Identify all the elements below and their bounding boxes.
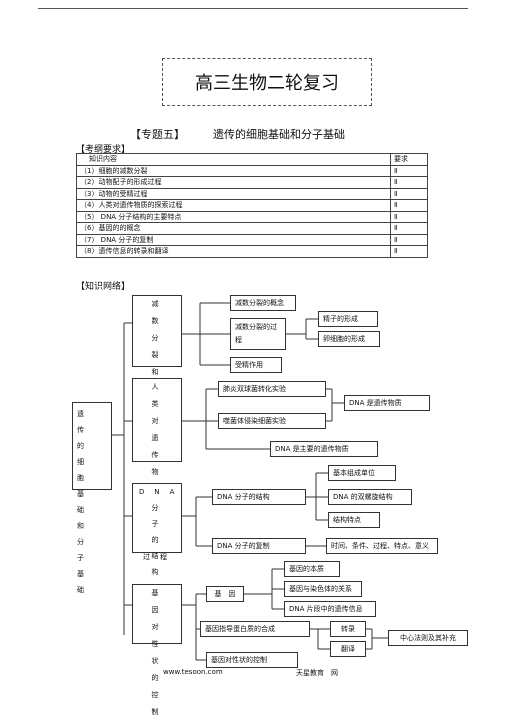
dna-genetic-info-node: DNA 片段中的遗传信息 (284, 601, 376, 617)
pneumococcus-experiment-node: 肺炎双球菌转化实验 (218, 381, 326, 397)
central-dogma-node: 中心法则及其补充 (388, 630, 468, 646)
page-title: 高三生物二轮复习 (162, 58, 372, 106)
network-root: 遗 传 的 细 胞 基 础 和 分 子 基 础 (72, 402, 112, 594)
branch-genetic-material-exploration: 人 类 对 遗 传 物 质 的 探 索 过程 (132, 378, 182, 561)
table-cell: Ⅱ (390, 222, 428, 235)
top-rule (38, 8, 468, 9)
double-helix-node: DNA 的双螺旋结构 (328, 489, 412, 505)
table-cell: （1）细胞的减数分裂 (76, 164, 391, 177)
gene-essence-node: 基因的本质 (284, 561, 340, 577)
table-header: 要求 (390, 153, 428, 166)
branch-meiosis-fertilization: 减 数 分 裂 和 受 精 作 用 (132, 295, 182, 444)
fertilization-node: 受精作用 (230, 357, 282, 373)
gene-trait-control-node: 基因对性状的控制 (206, 652, 298, 668)
table-header: 知识内容 (76, 153, 391, 166)
table-cell: Ⅱ (390, 176, 428, 189)
table-cell: Ⅱ (390, 164, 428, 177)
branch-dna-structure-replication: DNA 分 子 的 结 构 和 复 制 (132, 483, 182, 624)
transcription-node: 转录 (330, 621, 366, 637)
topic-label: 【专题五】 (130, 128, 185, 141)
basic-unit-node: 基本组成单位 (328, 465, 396, 481)
gene-node: 基 因 (206, 586, 244, 602)
table-cell: （2）动物配子的形成过程 (76, 176, 391, 189)
translation-node: 翻译 (330, 641, 366, 657)
table-cell: Ⅱ (390, 245, 428, 258)
footer-url: www.tesoon.com (163, 668, 223, 676)
meiosis-concept-node: 减数分裂的概念 (230, 295, 296, 311)
egg-formation-node: 卵细胞的形成 (318, 331, 380, 347)
structure-features-node: 结构特点 (328, 512, 380, 528)
table-cell: （4）人类对遗传物质的探索过程 (76, 199, 391, 212)
footer-org: 天星教育 网 (296, 669, 338, 677)
branch-gene-trait-control: 基 因 对 性 状 的 控 制 (132, 584, 182, 716)
dna-main-genetic-material-node: DNA 是主要的遗传物质 (270, 441, 378, 457)
topic-name: 遗传的细胞基础和分子基础 (213, 128, 345, 141)
phage-experiment-node: 噬菌体侵染细菌实验 (218, 413, 326, 429)
dna-is-genetic-material-node: DNA 是遗传物质 (344, 395, 430, 411)
meiosis-process-node: 减数分裂的过程 (230, 318, 286, 350)
table-cell: Ⅱ (390, 233, 428, 246)
gene-chromosome-relation-node: 基因与染色体的关系 (284, 581, 362, 597)
knowledge-network-header: 【知识网络】 (76, 282, 131, 292)
dna-replication-node: DNA 分子的复制 (212, 538, 306, 554)
exam-requirements-header: 【考纲要求】 (76, 145, 131, 155)
dna-structure-node: DNA 分子的结构 (212, 489, 306, 505)
table-header-row: 知识内容 要求 (76, 153, 428, 166)
table-cell: Ⅱ (390, 187, 428, 200)
table-cell: Ⅱ (390, 199, 428, 212)
replication-details-node: 时间、条件、过程、特点、意义 (326, 538, 438, 554)
protein-synthesis-node: 基因指导蛋白质的合成 (200, 621, 310, 637)
table-cell: Ⅱ (390, 210, 428, 223)
sperm-formation-node: 精子的形成 (318, 311, 378, 327)
